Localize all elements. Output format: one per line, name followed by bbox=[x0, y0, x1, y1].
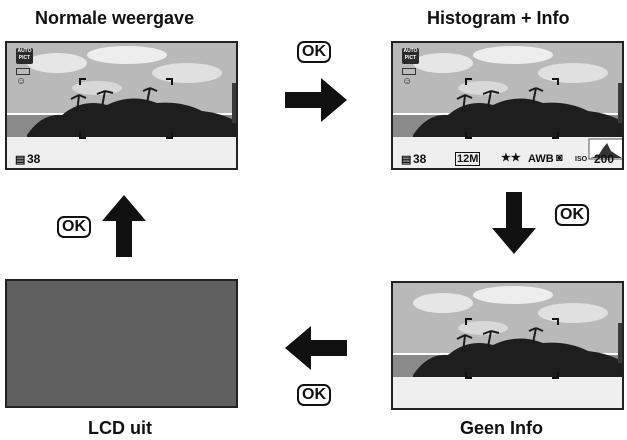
metering-icon: ◙ bbox=[556, 152, 563, 164]
ok-button-icon: OK bbox=[297, 384, 331, 406]
focus-frame-corner-tl bbox=[79, 78, 86, 85]
shots-remaining: 38 bbox=[27, 152, 41, 166]
battery-icon bbox=[402, 68, 416, 75]
beach-scene-image bbox=[393, 283, 622, 408]
panel-no-info bbox=[391, 281, 624, 410]
iso-value: 200 bbox=[594, 152, 615, 166]
ok-button-icon: OK bbox=[555, 204, 589, 226]
focus-frame-corner-bl bbox=[79, 132, 86, 139]
focus-frame-corner-br bbox=[552, 372, 559, 379]
arrow-down-icon bbox=[492, 192, 536, 254]
resolution-indicator: 12M bbox=[455, 152, 481, 166]
title-normal-display: Normale weergave bbox=[35, 8, 195, 28]
beach-scene-image bbox=[7, 43, 236, 168]
focus-frame-corner-tr bbox=[552, 78, 559, 85]
focus-frame-corner-tl bbox=[465, 318, 472, 325]
face-detect-icon: ☺ bbox=[16, 76, 27, 87]
shots-remaining: 38 bbox=[413, 152, 427, 166]
memory-card-icon: ▤ bbox=[15, 154, 26, 166]
focus-frame-corner-br bbox=[166, 132, 173, 139]
focus-frame-corner-tl bbox=[465, 78, 472, 85]
arrow-left-icon bbox=[285, 326, 347, 370]
title-histogram-info: Histogram + Info bbox=[427, 8, 570, 28]
face-detect-icon: ☺ bbox=[402, 76, 413, 87]
focus-frame-corner-br bbox=[552, 132, 559, 139]
ok-button-icon: OK bbox=[57, 216, 91, 238]
iso-label: ISO bbox=[575, 156, 588, 163]
arrow-up-icon bbox=[102, 195, 146, 257]
title-lcd-off: LCD uit bbox=[88, 418, 152, 438]
ok-button-icon: OK bbox=[297, 41, 331, 63]
focus-frame-corner-tr bbox=[166, 78, 173, 85]
arrow-right-icon bbox=[285, 78, 347, 122]
focus-frame-corner-bl bbox=[465, 132, 472, 139]
battery-icon bbox=[16, 68, 30, 75]
quality-stars: ★★ bbox=[501, 152, 521, 164]
focus-frame-corner-tr bbox=[552, 318, 559, 325]
memory-card-icon: ▤ bbox=[401, 154, 412, 166]
white-balance-indicator: AWB bbox=[528, 153, 554, 165]
focus-frame-corner-bl bbox=[465, 372, 472, 379]
panel-lcd-off bbox=[5, 279, 238, 408]
title-no-info: Geen Info bbox=[460, 418, 544, 438]
